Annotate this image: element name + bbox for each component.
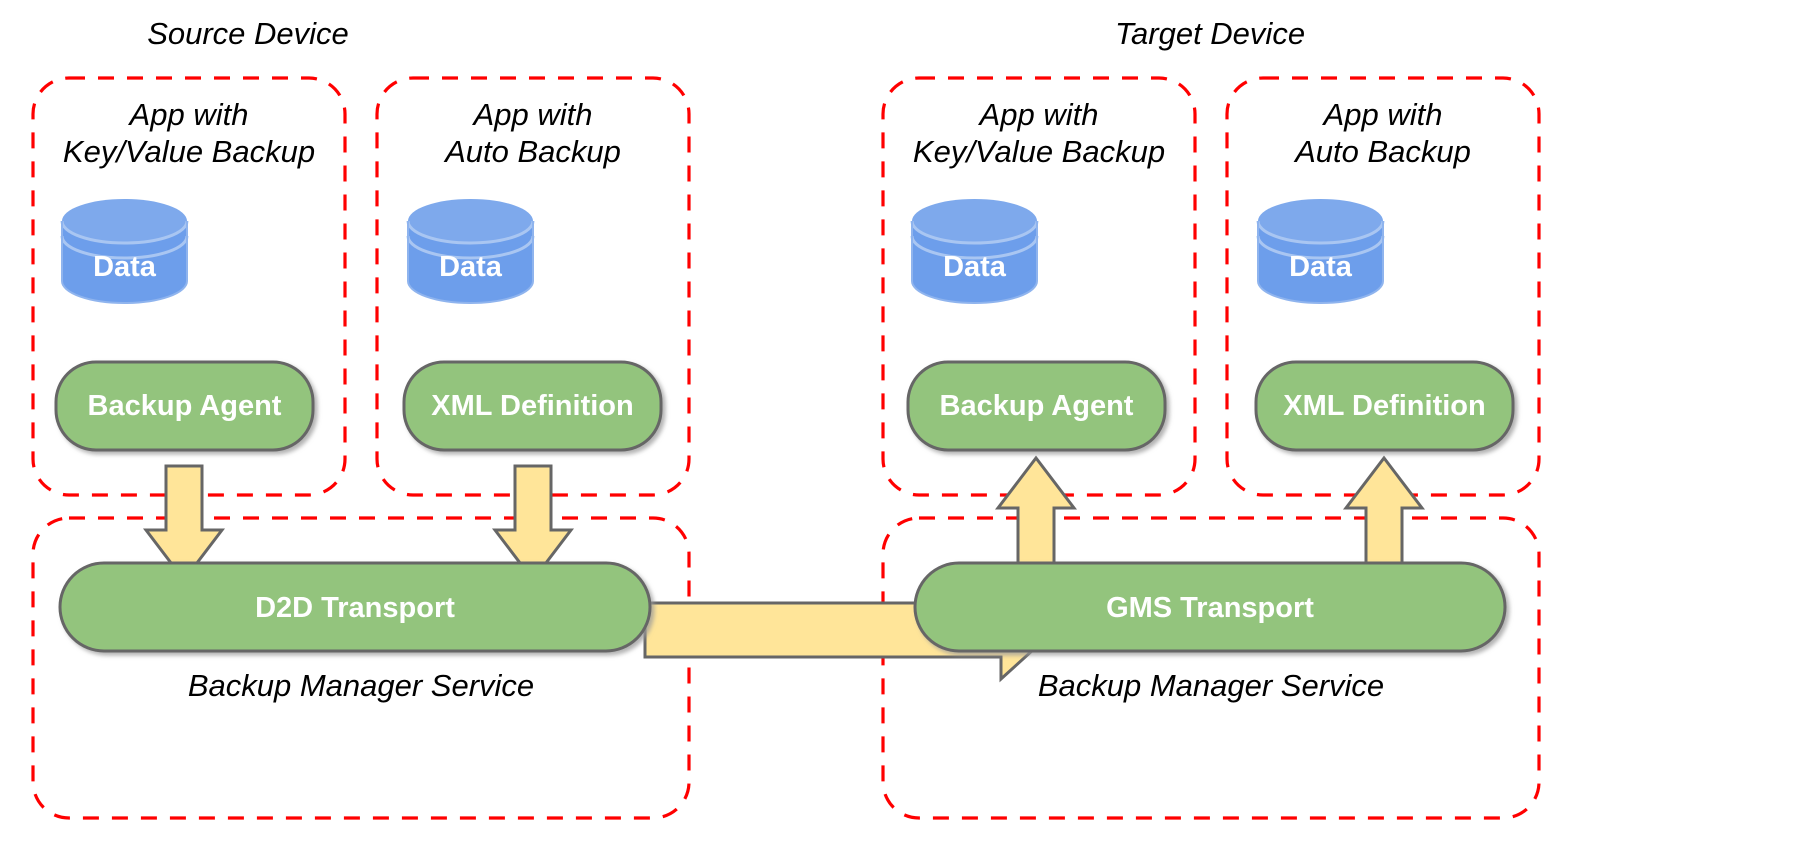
- app-title-line1: App with: [473, 97, 593, 132]
- app-title-source-keyvalue: App with Key/Value Backup: [33, 96, 345, 170]
- app-title-source-auto: App with Auto Backup: [377, 96, 689, 170]
- node-label-source-backup-agent[interactable]: Backup Agent: [87, 390, 282, 422]
- app-title-line2: Key/Value Backup: [912, 134, 1166, 169]
- node-shape-source-backup-agent[interactable]: [54, 360, 315, 452]
- arrow-xml-definition-to-d2d: [491, 464, 575, 583]
- data-label-target-auto: Data: [1289, 251, 1352, 283]
- device-title-source: Source Device: [147, 16, 349, 51]
- node-label-target-backup-agent[interactable]: Backup Agent: [939, 390, 1134, 422]
- app-title-line2: Auto Backup: [1295, 134, 1471, 169]
- service-caption-target: Backup Manager Service: [1037, 668, 1385, 703]
- node-shape-d2d-transport[interactable]: [58, 561, 652, 653]
- app-title-target-auto: App with Auto Backup: [1227, 96, 1539, 170]
- device-title-target: Target Device: [1114, 16, 1306, 51]
- node-shape-target-xml-definition[interactable]: [1254, 360, 1515, 452]
- arrow-backup-agent-to-d2d: [142, 464, 226, 583]
- data-cylinder-source-auto: [406, 199, 535, 304]
- node-shape-target-backup-agent[interactable]: [906, 360, 1167, 452]
- data-label-source-auto: Data: [439, 251, 502, 283]
- service-caption-source: Backup Manager Service: [187, 668, 535, 703]
- node-shape-source-xml-definition[interactable]: [402, 360, 663, 452]
- data-cylinder-target-auto: [1256, 199, 1385, 304]
- app-title-target-keyvalue: App with Key/Value Backup: [883, 96, 1195, 170]
- node-label-source-xml-definition[interactable]: XML Definition: [431, 390, 634, 422]
- data-cylinder-source-keyvalue: [60, 199, 189, 304]
- transport-label-d2d[interactable]: D2D Transport: [255, 592, 455, 624]
- node-label-target-xml-definition[interactable]: XML Definition: [1283, 390, 1486, 422]
- service-container-target: [881, 516, 1541, 820]
- app-title-line2: Key/Value Backup: [62, 134, 316, 169]
- app-title-line1: App with: [1323, 97, 1443, 132]
- app-title-line2: Auto Backup: [445, 134, 621, 169]
- node-shape-gms-transport[interactable]: [913, 561, 1507, 653]
- data-label-source-keyvalue: Data: [93, 251, 156, 283]
- service-container-source: [31, 516, 691, 820]
- data-cylinder-target-keyvalue: [910, 199, 1039, 304]
- app-title-line1: App with: [979, 97, 1099, 132]
- app-title-line1: App with: [129, 97, 249, 132]
- transport-label-gms[interactable]: GMS Transport: [1106, 592, 1314, 624]
- data-label-target-keyvalue: Data: [943, 251, 1006, 283]
